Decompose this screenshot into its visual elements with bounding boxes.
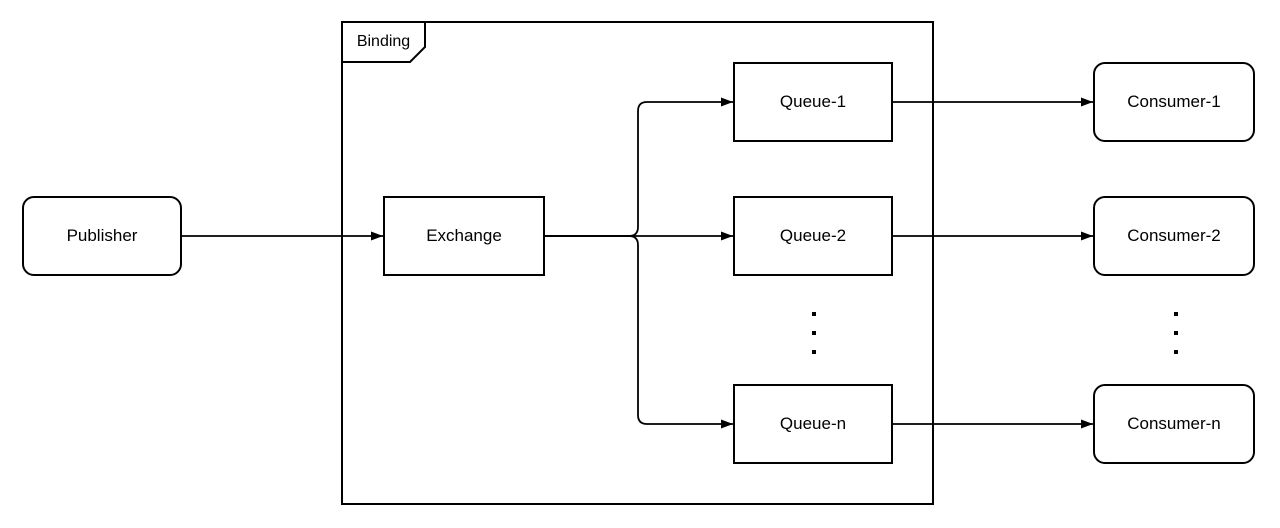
node-consumer-2-label: Consumer-2 — [1127, 225, 1221, 245]
ellipsis-dot — [812, 312, 816, 316]
ellipsis-dot — [1174, 350, 1178, 354]
node-consumer-n-label: Consumer-n — [1127, 413, 1221, 433]
ellipsis-dot — [1174, 331, 1178, 335]
edge-exchange-queue-n — [545, 235, 733, 429]
node-consumer-1-label: Consumer-1 — [1127, 91, 1221, 111]
binding-group-tab — [341, 21, 426, 63]
node-queue-1: Queue-1 — [733, 62, 893, 142]
consumer-ellipsis — [1174, 312, 1178, 354]
node-consumer-1: Consumer-1 — [1093, 62, 1255, 142]
binding-group-label-text: Binding — [356, 33, 411, 50]
node-consumer-n: Consumer-n — [1093, 384, 1255, 464]
edge-exchange-queue-1 — [545, 97, 733, 237]
ellipsis-dot — [812, 350, 816, 354]
node-publisher: Publisher — [22, 196, 182, 276]
ellipsis-dot — [1174, 312, 1178, 316]
node-consumer-2: Consumer-2 — [1093, 196, 1255, 276]
node-exchange: Exchange — [383, 196, 545, 276]
ellipsis-dot — [812, 331, 816, 335]
binding-group-label: Binding — [342, 22, 425, 62]
node-queue-n: Queue-n — [733, 384, 893, 464]
binding-group-border — [341, 21, 934, 505]
node-exchange-label: Exchange — [426, 225, 502, 245]
node-queue-1-label: Queue-1 — [779, 91, 847, 111]
node-queue-2-label: Queue-2 — [779, 225, 847, 245]
node-queue-2: Queue-2 — [733, 196, 893, 276]
queue-ellipsis — [812, 312, 816, 354]
node-queue-n-label: Queue-n — [779, 413, 847, 433]
node-publisher-label: Publisher — [66, 225, 138, 245]
